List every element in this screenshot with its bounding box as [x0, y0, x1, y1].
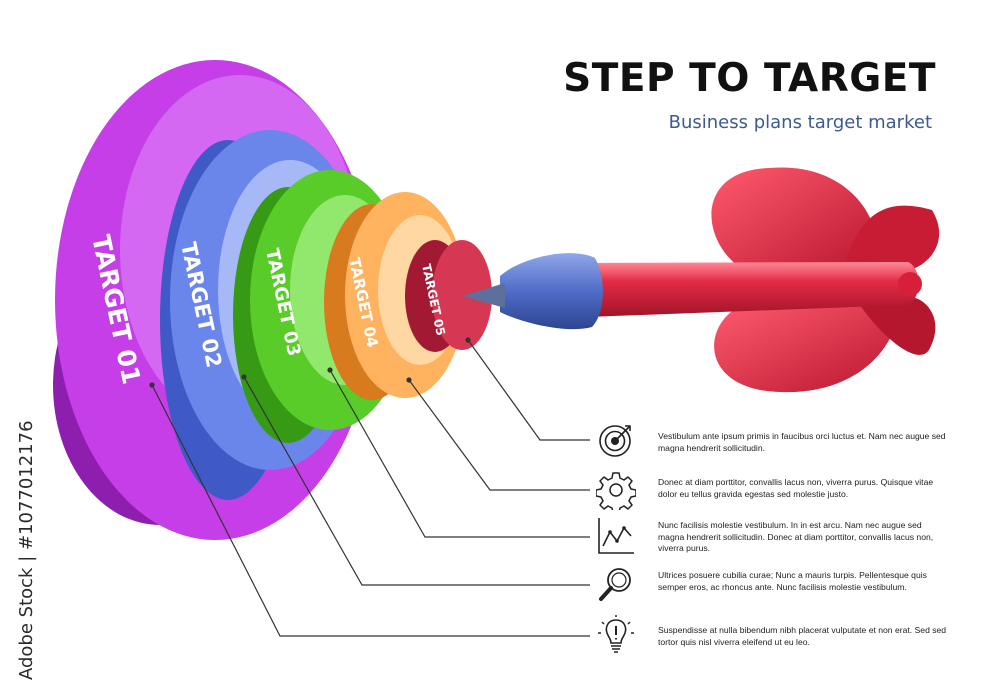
leader-dot [327, 367, 333, 373]
leader-dot [241, 374, 247, 380]
leader-line-target-04 [408, 379, 590, 491]
dart-fin-bottom [714, 305, 900, 393]
lightbulb-icon [598, 615, 634, 653]
dart-icon [462, 167, 940, 393]
dart-fin-top [711, 167, 879, 275]
leader-line-target-03 [329, 369, 590, 538]
description-target-04: Donec at diam porttitor, convallis lacus… [658, 477, 934, 499]
leader-lines [151, 339, 590, 637]
dart-tip [462, 283, 505, 308]
description-target-03: Nunc facilisis molestie vestibulum. In i… [658, 520, 934, 553]
description-target-05: Vestibulum ante ipsum primis in faucibus… [658, 431, 946, 453]
leader-dot [406, 377, 412, 383]
gear-icon [596, 472, 636, 510]
page-title: STEP TO TARGET [563, 56, 936, 101]
leader-line-target-05 [467, 339, 590, 441]
line-chart-icon [598, 518, 634, 554]
leader-dot [465, 337, 471, 343]
leader-dots [149, 337, 471, 388]
description-target-02: Ultrices posuere cubilia curae; Nunc a m… [658, 570, 927, 592]
description-target-01: Suspendisse at nulla bibendum nibh place… [658, 625, 947, 647]
dart-grip [500, 253, 603, 330]
watermark-text: Adobe Stock | #1077012176 [16, 420, 37, 680]
ring-target-05 [405, 240, 492, 352]
leader-dot [149, 382, 155, 388]
dart-end-cap [898, 272, 922, 296]
dart-fin-lower-right [860, 298, 936, 355]
page-subtitle: Business plans target market [668, 112, 932, 133]
ring-face [432, 240, 492, 350]
dart-fin-back [845, 205, 940, 268]
leader-line-target-01 [151, 384, 590, 637]
magnifier-icon [599, 568, 631, 601]
target-icon [599, 425, 631, 457]
leader-line-target-02 [243, 376, 590, 586]
dart-shaft [551, 262, 919, 318]
